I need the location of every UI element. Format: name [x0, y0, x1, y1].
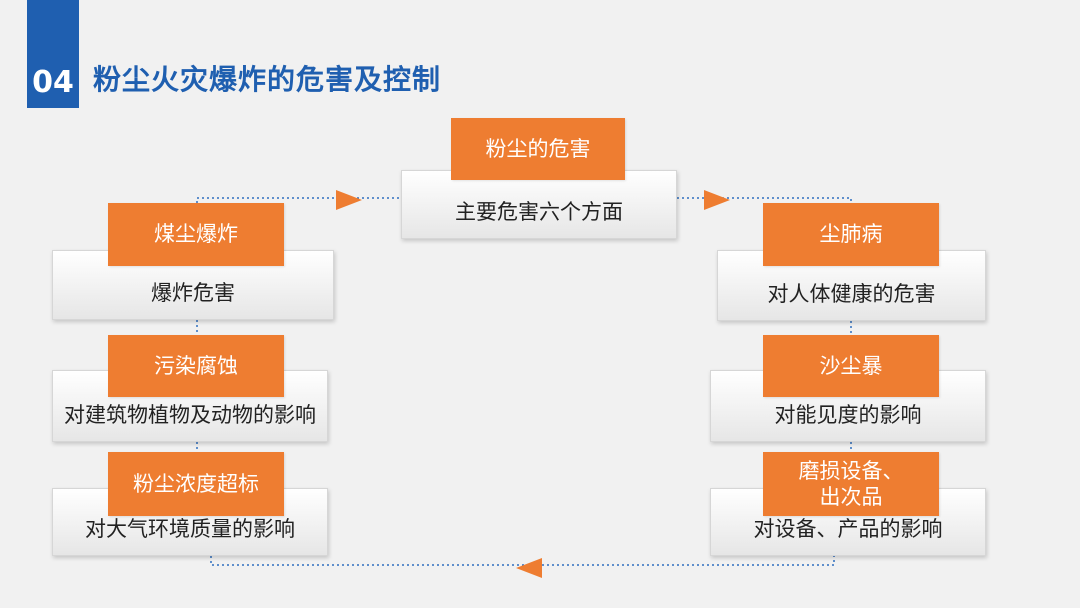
left-desc-2: 对建筑物植物及动物的影响 — [64, 403, 316, 427]
left-desc-3: 对大气环境质量的影响 — [85, 517, 295, 541]
left-tag-1: 煤尘爆炸 — [108, 203, 284, 266]
left-tag-2: 污染腐蚀 — [108, 335, 284, 397]
right-desc-3: 对设备、产品的影响 — [753, 517, 943, 541]
left-tag-3: 粉尘浓度超标 — [108, 452, 284, 516]
center-desc: 主要危害六个方面 — [455, 200, 623, 224]
right-desc-2: 对能见度的影响 — [774, 403, 922, 427]
section-number: 04 — [27, 0, 79, 108]
right-tag-2: 沙尘暴 — [763, 335, 939, 397]
right-tag-3: 磨损设备、 出次品 — [763, 452, 939, 516]
right-tag-1: 尘肺病 — [763, 203, 939, 266]
arrow-right-icon — [336, 190, 362, 210]
arrow-left-icon — [516, 558, 542, 578]
center-tag: 粉尘的危害 — [451, 118, 625, 180]
arrow-right-icon — [704, 190, 730, 210]
page-title: 粉尘火灾爆炸的危害及控制 — [93, 63, 442, 96]
right-desc-1: 对人体健康的危害 — [767, 282, 936, 306]
left-desc-1: 爆炸危害 — [151, 281, 235, 305]
center-card: 主要危害六个方面 — [401, 170, 677, 239]
